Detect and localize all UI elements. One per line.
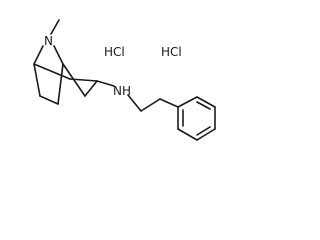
salt-label-hcl-1: HCl — [104, 45, 125, 59]
bond-ring-5 — [177, 128, 198, 141]
bond-ring-double-2 — [196, 126, 211, 136]
bond-ethano-left — [39, 95, 59, 105]
bond-ring-4 — [196, 128, 216, 141]
bond-c4-to-c3 — [84, 80, 98, 97]
bond-c3-to-nh — [96, 80, 115, 87]
bond-n-c5-right — [53, 45, 64, 65]
bond-ethano-right — [57, 63, 64, 105]
bond-ch2-to-phenyl — [159, 98, 179, 108]
salt-label-hcl-2: HCl — [161, 45, 182, 59]
bond-ring-2 — [196, 96, 216, 108]
molecule-structure: N NH HCl HCl — [33, 19, 216, 141]
bond-n-methyl — [50, 19, 60, 35]
atom-label-bridge-n: N — [44, 34, 53, 48]
bond-nh-to-ch2 — [127, 94, 142, 112]
bond-ch2-to-ch2 — [140, 98, 161, 112]
bond-c1-bottom-left — [33, 63, 41, 97]
bond-ring-double-1 — [196, 101, 211, 110]
atom-label-amine: NH — [113, 84, 131, 98]
bond-c2-to-c3 — [69, 78, 98, 82]
bond-c1-to-c2 — [33, 63, 71, 80]
bond-ring-1 — [177, 96, 198, 108]
bond-n-c1-left — [33, 45, 44, 65]
